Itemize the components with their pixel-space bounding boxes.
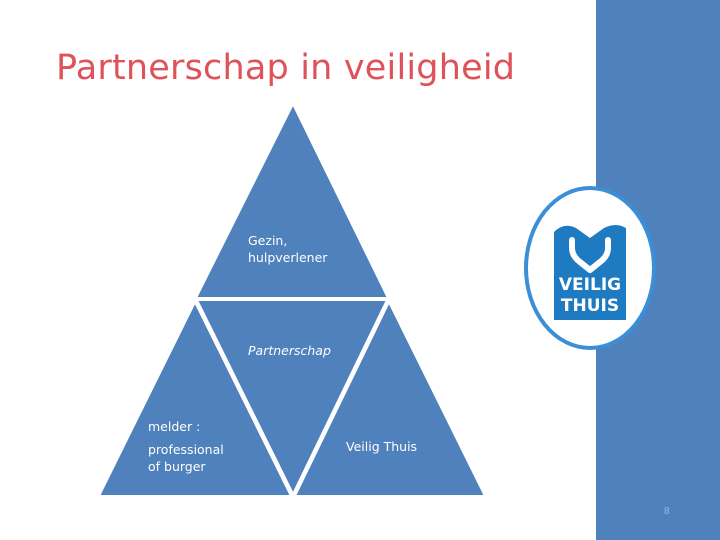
pyramid-left-label-line: melder : (148, 419, 201, 434)
pyramid-top-label-line: hulpverlener (248, 250, 328, 265)
page-number: 8 (664, 506, 670, 517)
slide-title: Partnerschap in veiligheid (56, 48, 516, 88)
heart-icon (569, 237, 611, 273)
logo-text-line: THUIS (561, 296, 619, 316)
veilig-thuis-logo: VEILIG THUIS (524, 186, 656, 350)
pyramid-top-triangle (194, 101, 390, 299)
pyramid-left-triangle (97, 299, 293, 497)
pyramid-left-label-line: of burger (148, 459, 206, 474)
pyramid-left-label-line: professional (148, 442, 224, 457)
pyramid-top-label-line: Gezin, (248, 233, 288, 248)
pyramid-top-label: Gezin, hulpverlener (248, 232, 327, 266)
pyramid-right-label: Veilig Thuis (346, 439, 418, 454)
pyramid-left-label: melder : professional of burger (148, 418, 224, 475)
logo-text-line: VEILIG (559, 275, 621, 295)
pyramid-center-label: Partnerschap (248, 343, 331, 358)
pyramid-center-triangle (195, 299, 389, 497)
pyramid-right-triangle (293, 299, 487, 497)
